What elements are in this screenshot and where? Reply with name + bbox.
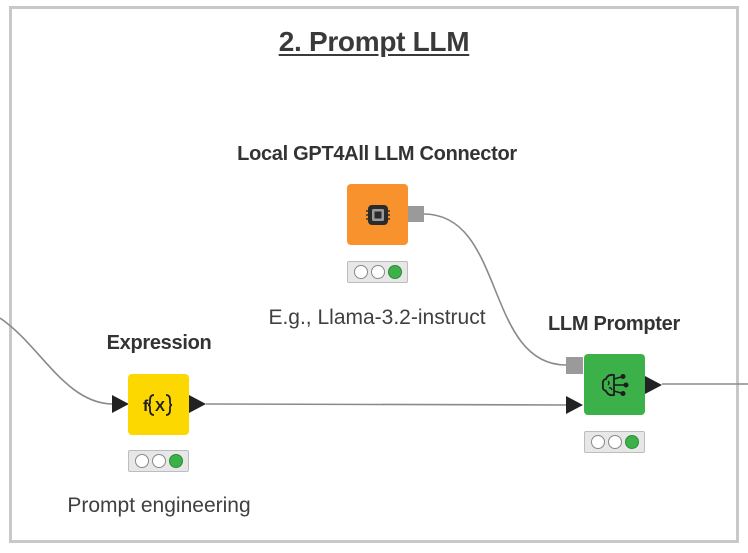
gpt4all-status-lights: [347, 261, 408, 283]
status-light-idle: [134, 454, 149, 468]
svg-text:X: X: [155, 398, 165, 415]
gpt4all-chip-icon: [365, 204, 390, 225]
status-light-idle: [607, 435, 622, 449]
status-light-executed: [624, 435, 639, 449]
gpt4all-node-name[interactable]: Local GPT4All LLM Connector: [237, 143, 517, 165]
brain-network-icon: [601, 373, 628, 396]
function-expression-icon: f X: [143, 393, 172, 416]
status-light-executed: [387, 265, 402, 279]
connection-expression-to-prompter[interactable]: [205, 403, 567, 406]
status-light-idle: [353, 265, 368, 279]
expression-input-port[interactable]: [112, 395, 129, 413]
expression-status-lights: [128, 450, 189, 472]
prompter-status-lights: [584, 431, 645, 453]
prompter-node-name[interactable]: LLM Prompter: [548, 313, 680, 335]
prompter-model-input-port[interactable]: [566, 357, 583, 374]
expression-output-port[interactable]: [189, 395, 206, 413]
expression-node-name[interactable]: Expression: [106, 332, 212, 354]
status-light-idle: [370, 265, 385, 279]
gpt4all-output-port[interactable]: [408, 206, 424, 222]
expression-node-annotation[interactable]: Prompt engineering: [67, 494, 251, 517]
gpt4all-connector-node[interactable]: [347, 184, 408, 245]
annotation-title: 2. Prompt LLM: [278, 26, 470, 57]
status-light-idle: [151, 454, 166, 468]
svg-text:f: f: [143, 398, 149, 415]
status-light-idle: [590, 435, 605, 449]
status-light-executed: [168, 454, 183, 468]
expression-node[interactable]: f X: [128, 374, 189, 435]
llm-prompter-node[interactable]: [584, 354, 645, 415]
prompter-data-input-port[interactable]: [566, 396, 583, 414]
prompter-output-port[interactable]: [645, 376, 662, 394]
gpt4all-node-annotation[interactable]: E.g., Llama-3.2-instruct: [268, 306, 486, 329]
connection-connector-to-prompter[interactable]: [423, 213, 567, 366]
connection-incoming[interactable]: [0, 317, 113, 405]
